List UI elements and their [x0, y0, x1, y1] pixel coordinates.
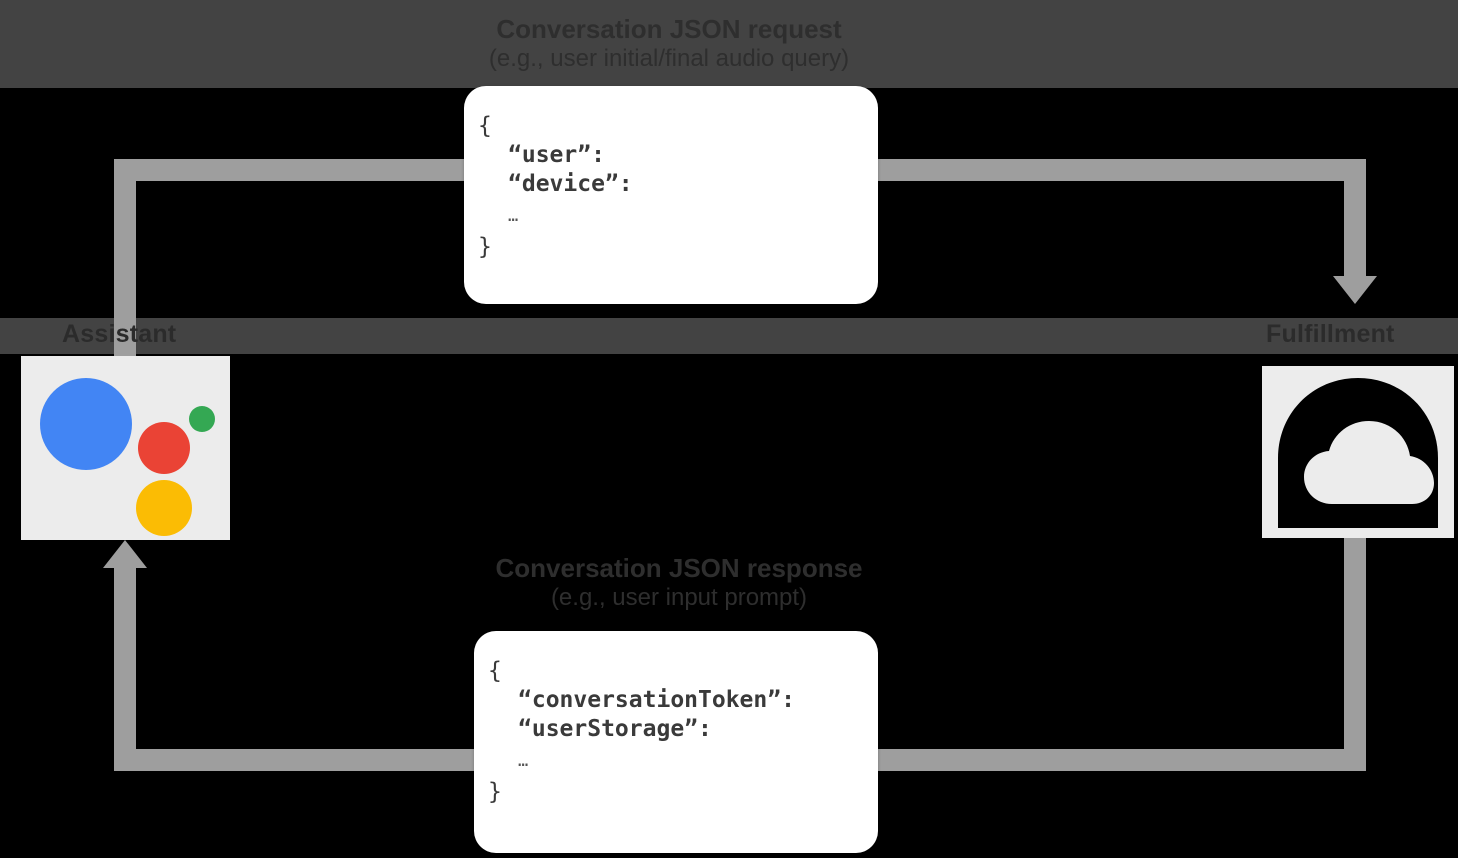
google-assistant-icon — [40, 378, 215, 536]
response-flow-subtitle: (e.g., user input prompt) — [550, 584, 808, 611]
response-flow-title: Conversation JSON response — [495, 553, 863, 583]
cloud-fulfillment-icon — [1278, 378, 1438, 528]
response-flow-label: Conversation JSON response (e.g., user i… — [389, 553, 969, 613]
top-banner-band — [0, 0, 1458, 88]
response-json-open-brace: { — [488, 658, 502, 684]
request-json-ellipsis: … — [508, 206, 519, 226]
assistant-node-label: Assistant — [62, 320, 177, 348]
request-json-line-user: “user”: — [508, 142, 605, 168]
response-json-line-user-storage: “userStorage”: — [518, 716, 712, 742]
fulfillment-node-icon-tile[interactable] — [1262, 366, 1454, 538]
request-json-line-device: “device”: — [508, 171, 633, 197]
middle-banner-band — [0, 318, 1458, 354]
response-json-close-brace: } — [488, 779, 502, 805]
response-json-ellipsis: … — [518, 751, 529, 771]
request-flow-subtitle: (e.g., user initial/final audio query) — [488, 45, 850, 72]
request-json-card: { “user”: “device”: … } — [464, 86, 878, 304]
request-json-close-brace: } — [478, 234, 492, 260]
request-json-open-brace: { — [478, 113, 492, 139]
response-json-card: { “conversationToken”: “userStorage”: … … — [474, 631, 878, 853]
fulfillment-node-label: Fulfillment — [1266, 320, 1395, 348]
response-json-line-conv-token: “conversationToken”: — [518, 687, 795, 713]
request-flow-title: Conversation JSON request — [496, 14, 842, 44]
assistant-node-icon-tile[interactable] — [21, 356, 230, 540]
request-flow-label: Conversation JSON request (e.g., user in… — [379, 14, 959, 74]
